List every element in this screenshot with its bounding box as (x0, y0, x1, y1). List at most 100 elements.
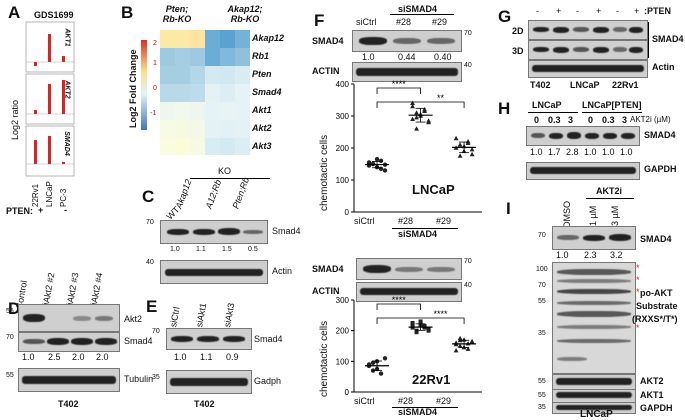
panel-g-blot-actin (528, 60, 648, 78)
panel-h-val-1: 1.7 (548, 147, 561, 157)
panel-h-val-5: 1.0 (620, 147, 633, 157)
panel-b-label: B (121, 3, 134, 22)
panel-b-heatmap (160, 30, 250, 155)
panel-a-gene-1: AKT1 (63, 28, 71, 47)
heatmap-row-smad4 (160, 84, 250, 102)
panel-h-g2-line (582, 112, 642, 113)
panel-h-val-0: 1.0 (530, 147, 543, 157)
sig-label: **** (392, 79, 407, 89)
panel-c-lane-2: A12;Rb (203, 178, 224, 210)
panel-f-cell2: 22Rv1 (412, 372, 451, 387)
y-tick-label: 0 (345, 208, 350, 217)
panel-f-lane-2: #29 (432, 17, 448, 27)
data-point (469, 151, 475, 157)
panel-a-gene-2: AKT2 (63, 80, 71, 99)
heatmap-row-akt2 (160, 120, 250, 138)
panel-f-row1b: SMAD4 (312, 264, 344, 274)
sig-label: ** (437, 93, 445, 103)
a-bar-akt1-22rv1 (34, 62, 37, 66)
data-point (418, 319, 423, 324)
panel-g-sign-1: + (556, 6, 562, 16)
panel-b-row-5: Akt2 (252, 123, 272, 133)
data-point (453, 348, 459, 353)
panel-h-val-4: 1.0 (602, 147, 615, 157)
panel-h-blot-gapdh (526, 162, 640, 180)
panel-g-2d: 2D (512, 26, 524, 36)
panel-e-row1: Smad4 (254, 334, 283, 344)
panel-i-row3: AKT2 (640, 376, 664, 386)
panel-e-val-2: 0.9 (226, 352, 239, 362)
panel-g-sign-3: + (596, 6, 602, 16)
data-point (378, 166, 384, 171)
panel-d-val-0: 1.0 (22, 352, 35, 362)
panel-c-val-2: 1.5 (222, 246, 232, 253)
panel-c-lane-3: Pten;Rb (230, 176, 252, 210)
panel-i-mw-4: 35 (538, 330, 546, 337)
panel-e-row2: Gadph (254, 376, 282, 386)
panel-c-ko-line (190, 178, 270, 179)
panel-b-scale-m1: -1 (150, 110, 157, 117)
panel-i-row1: SMAD4 (640, 234, 672, 244)
panel-f-val-2: 0.40 (434, 52, 452, 62)
panel-e-blot-gadph (166, 370, 252, 394)
panel-h-dose-5: 3 (622, 115, 628, 125)
sig-bracket (376, 317, 465, 324)
panel-f-mw2b: 40 (464, 282, 472, 289)
panel-d-blot-smad4 (18, 332, 120, 352)
panel-h-val-2: 2.8 (566, 147, 579, 157)
heatmap-row-pten (160, 66, 250, 84)
panel-h-g1: LNCaP (532, 100, 562, 110)
panel-b-row-1: Rb1 (252, 51, 270, 61)
y-tick-label: 200 (336, 144, 350, 153)
panel-b-row-2: Pten (252, 69, 272, 79)
data-point (374, 157, 380, 162)
panel-d-label: D (8, 299, 21, 318)
panel-i-lane-0: DMSO (562, 201, 572, 228)
heatmap-row-rb1 (160, 48, 250, 66)
panel-c-val-1: 1.1 (196, 246, 206, 253)
a-bar-akt2-pc3 (62, 80, 65, 114)
y-tick-label: 100 (336, 357, 350, 366)
data-point (453, 135, 459, 141)
panel-i-row4: AKT1 (640, 390, 664, 400)
panel-c-ko: KO (218, 166, 232, 176)
data-point (378, 371, 384, 376)
data-point (457, 153, 463, 158)
panel-g-actin: Actin (652, 62, 675, 72)
panel-h-val-3: 1.0 (584, 147, 597, 157)
panel-b-scale-1: 1 (153, 60, 157, 67)
sig-label: **** (392, 295, 407, 305)
panel-d-val-2: 2.0 (72, 352, 85, 362)
heatmap-row-akt1 (160, 102, 250, 120)
panel-f-xgroup2: siSMAD4 (398, 407, 438, 417)
data-point (469, 147, 475, 152)
panel-f-blot-actin (352, 62, 462, 82)
panel-c-row1: Smad4 (272, 226, 301, 236)
panel-d-row2: Smad4 (124, 336, 153, 346)
panel-a-sample-1: 22Rv1 (31, 183, 40, 207)
panel-c-blot-smad4 (160, 220, 268, 244)
panel-d-blot-tubulin (18, 368, 120, 392)
panel-c-val-0: 1.0 (170, 246, 180, 253)
a-bar-akt2-22rv1 (34, 110, 37, 114)
panel-a-gene-3: SMAD4 (62, 131, 70, 156)
data-point (414, 126, 419, 131)
panel-d-mw3: 55 (6, 372, 14, 379)
panel-i-akt2i: AKT2i (596, 186, 623, 196)
data-point (378, 158, 384, 163)
panel-f-blot-smad4 (352, 30, 462, 52)
panel-h-dose-1: 0.3 (548, 115, 561, 125)
panel-b-col1: Pten;Rb-KO (162, 4, 192, 24)
panel-i-mw-0: 70 (538, 232, 546, 239)
data-point (457, 343, 463, 348)
panel-d-mw2: 70 (6, 334, 14, 341)
panel-i-sub2: Substrate (636, 301, 678, 311)
panel-a-pten-minus: - (64, 205, 67, 215)
panel-i-blot-gapdh (552, 402, 636, 414)
data-point (410, 321, 415, 325)
panel-i-lane-2: 3 µM (610, 205, 620, 226)
panel-i-sub1: po-AKT (640, 288, 673, 298)
heatmap-row-akap12 (160, 30, 250, 48)
data-point (422, 108, 427, 113)
